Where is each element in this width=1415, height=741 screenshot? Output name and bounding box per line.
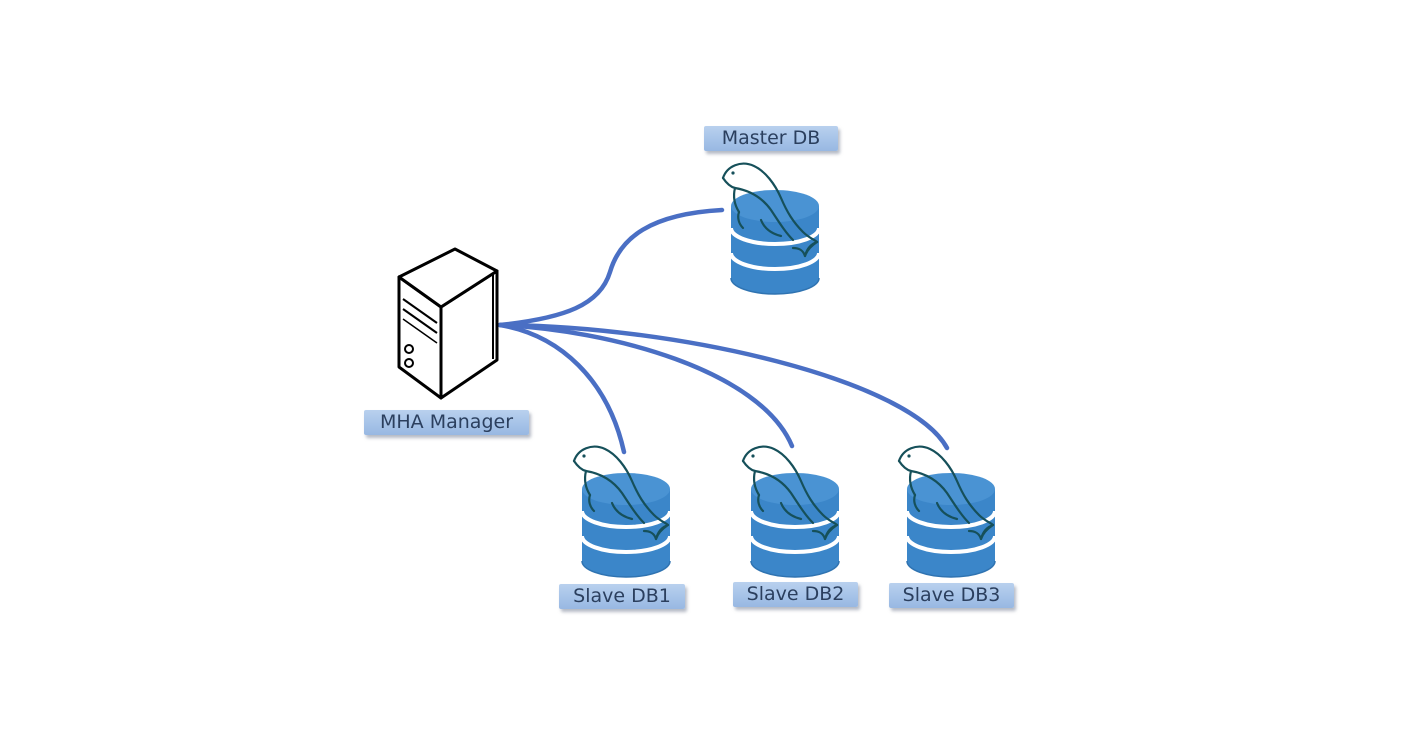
master-db-label: Master DB <box>704 126 838 151</box>
server-icon <box>397 247 499 400</box>
connection-manager-slave3 <box>497 322 950 451</box>
connection-manager-slave1 <box>497 322 627 455</box>
slave-db2-icon <box>741 444 841 579</box>
slave-db1-label: Slave DB1 <box>559 584 685 609</box>
connection-manager-master <box>497 207 725 328</box>
slave-db3-icon <box>897 444 997 579</box>
connection-manager-slave2 <box>497 322 795 449</box>
master-db-icon <box>721 161 821 296</box>
slave-db3-label: Slave DB3 <box>889 583 1014 608</box>
slave-db2-label: Slave DB2 <box>733 582 858 607</box>
connections <box>497 207 950 455</box>
slave-db1-icon <box>572 444 672 579</box>
mha-manager-label: MHA Manager <box>364 410 529 435</box>
